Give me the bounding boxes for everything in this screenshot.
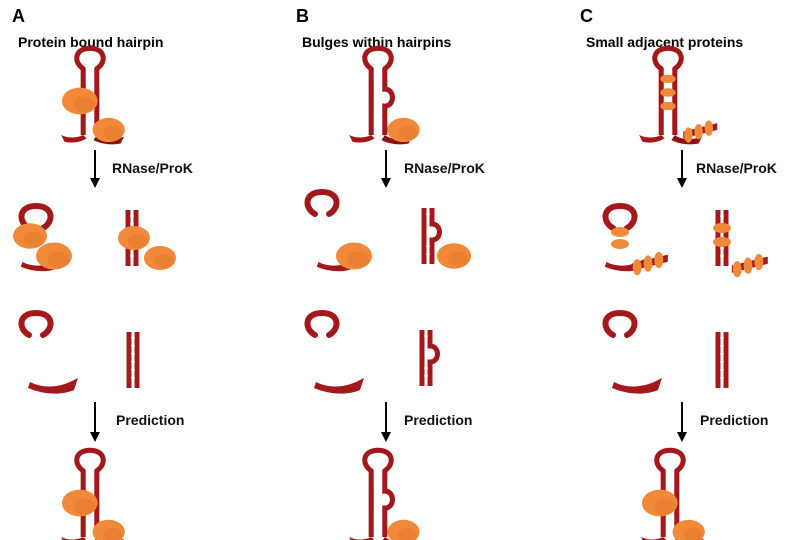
panel-b-title: Bulges within hairpins [302,34,452,50]
panel-c-digested-stem [713,210,768,278]
panel-c-free-loop [605,313,634,335]
panel-a-predicted-hairpin [61,450,125,540]
panel-a-bound-hairpin [61,48,125,144]
panel-c-digested-loop [605,206,634,249]
panel-b-prediction-label: Prediction [404,412,473,428]
panel-c-title: Small adjacent proteins [586,34,744,50]
panel-c-prediction-label: Prediction [700,412,769,428]
panel-b-digested-stem [424,208,471,269]
panel-b-letter: B [296,6,309,26]
panel-a-title: Protein bound hairpin [18,34,164,50]
panel-b-digested-tail [316,242,372,272]
panel-b-diagram [307,48,471,540]
panel-c-small-proteins-hairpin [639,48,718,144]
panel-a-letter: A [12,6,25,26]
panel-a-digested-loop [13,206,51,249]
panel-c-diagram [605,48,768,540]
panel-c-free-tail [612,378,662,394]
panel-c-free-stem [718,332,726,388]
panel-a-prediction-label: Prediction [116,412,185,428]
panel-c-letter: C [580,6,593,26]
panel-a-free-loop [21,313,50,335]
panel-a-free-tail [28,378,78,394]
panel-a-digested-stem [118,210,176,270]
panel-b-predicted-hairpin [349,450,420,540]
panel-c-predicted-hairpin [641,450,705,540]
panel-a-diagram [13,48,176,540]
panel-a-free-stem [129,332,137,388]
panel-b-free-stem [422,330,438,386]
panel-b-free-tail [314,378,364,394]
panel-b-digested-loop [307,192,336,214]
panel-a-rnase-label: RNase/ProK [112,160,193,176]
panel-b-rnase-label: RNase/ProK [404,160,485,176]
panel-b-free-loop [307,313,336,335]
panel-c-rnase-label: RNase/ProK [696,160,777,176]
panel-c-digested-tail [604,251,668,276]
panel-b-bulge-hairpin [349,48,420,144]
